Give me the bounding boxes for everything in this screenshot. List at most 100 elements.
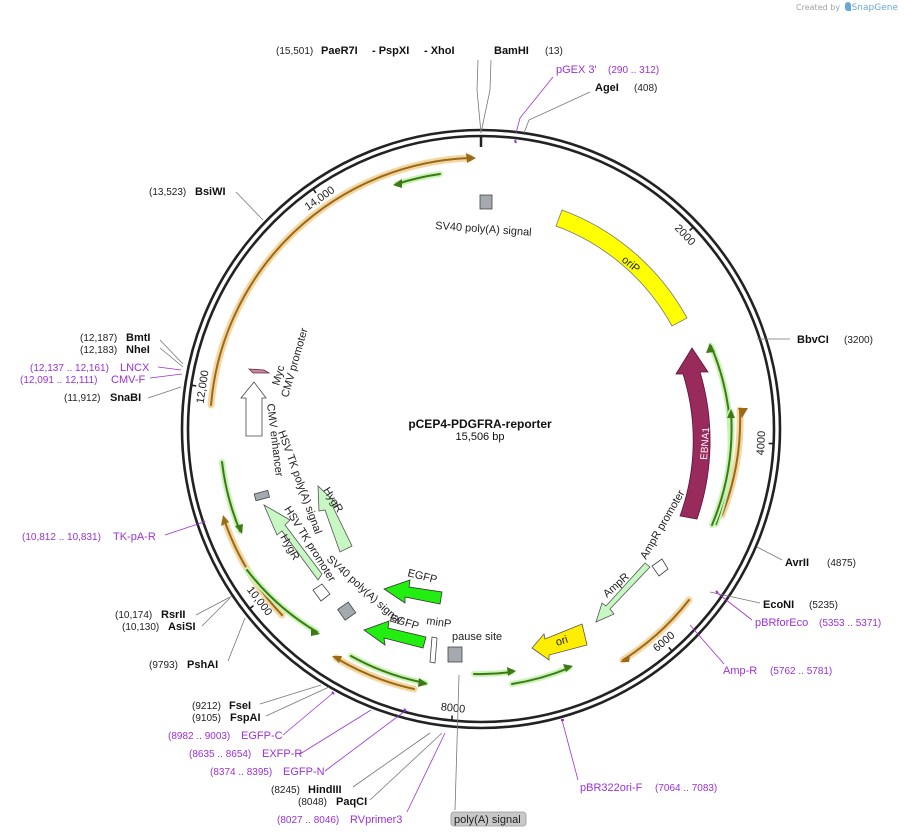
bbvci-pos: (3200): [844, 335, 873, 346]
egfpn-name[interactable]: EGFP-N: [283, 766, 325, 778]
primer-tick-egfpn: [403, 708, 407, 712]
polya-signal-label: poly(A) signal: [454, 814, 521, 826]
pshai-pos: (9793): [149, 660, 178, 671]
orange-arc-bottom-left-head: [332, 656, 342, 663]
green-arc-right-inner-line: [711, 411, 733, 526]
plasmid-length: 15,506 bp: [456, 431, 505, 443]
EGFP-feature-1[interactable]: [383, 579, 443, 605]
credit-prefix: Created by: [796, 3, 841, 12]
pgex3-pos: (290 .. 312): [608, 65, 659, 76]
HygR-feature-2[interactable]: [263, 504, 323, 581]
ampr-promoter-feature[interactable]: [651, 558, 669, 577]
orange-arc-right-head: [738, 408, 748, 418]
primer-tick-pbrforeco: [715, 590, 719, 594]
snabi-name[interactable]: SnaBI: [110, 392, 141, 404]
rsrii-name[interactable]: RsrII: [161, 609, 185, 621]
hsv-tk-polya-feature[interactable]: [253, 489, 271, 502]
econi-name[interactable]: EcoNI: [763, 599, 794, 611]
paqci-pos: (8048): [298, 797, 327, 808]
pbrforeco-name[interactable]: pBRforEco: [755, 617, 808, 629]
EGFP-feature-2[interactable]: [363, 620, 427, 649]
asisi-pos: (10,130): [122, 622, 159, 633]
myc-label: Myc: [270, 364, 287, 387]
egfpn-pos: (8374 .. 8395): [210, 767, 272, 778]
green-arc-right-inner-head: [727, 409, 735, 418]
bp-tick-label-1: 4000: [755, 431, 768, 456]
egfpc-pos: (8982 .. 9003): [168, 731, 230, 742]
pshai-name[interactable]: PshAI: [187, 659, 218, 671]
leader-xhoi: [476, 59, 482, 134]
bmti-name[interactable]: BmtI: [126, 332, 150, 344]
leader-polya: [454, 674, 460, 811]
plasmid-name: pCEP4-PDGFRA-reporter: [408, 417, 552, 431]
ampr-primer-name[interactable]: Amp-R: [723, 665, 757, 677]
bp-tick-label-3: 8000: [440, 701, 466, 715]
bsiwi-name[interactable]: BsiWI: [195, 186, 226, 198]
egfpc-name[interactable]: EGFP-C: [241, 730, 283, 742]
asisi-name[interactable]: AsiSI: [168, 621, 196, 633]
lncx-pos: (12,137 .. 12,161): [30, 363, 109, 374]
myc-feature[interactable]: [247, 368, 271, 374]
credit-brand: SnapGene: [851, 3, 898, 13]
nhei-name[interactable]: NheI: [126, 344, 150, 356]
bamhi-pos: (13): [545, 46, 563, 57]
HygR-feature-1[interactable]: [317, 485, 353, 553]
oriP-feature[interactable]: [555, 209, 688, 327]
cmv-promoter-label: CMV promoter: [279, 326, 310, 398]
exfpr-name[interactable]: EXFP-R: [262, 748, 302, 760]
pbr322ori-name[interactable]: pBR322ori-F: [580, 782, 643, 794]
cmvf-name[interactable]: CMV-F: [111, 374, 146, 386]
orange-arc-bottom-left: [332, 654, 418, 693]
ori-feature[interactable]: [531, 623, 588, 661]
primer-tick-tkpar: [202, 520, 206, 523]
green-arc-left-lower-line: [246, 569, 318, 633]
nhei-pos: (12,183): [80, 345, 117, 356]
xhoi-pos: (15,501): [276, 46, 313, 57]
leader-rsrii: [195, 595, 233, 616]
leader-lines: [147, 59, 790, 811]
sv40-top-feature[interactable]: [479, 194, 493, 210]
agei-name[interactable]: AgeI: [595, 82, 619, 94]
bbvci-name[interactable]: BbvCI: [797, 334, 829, 346]
hsv-tk-promoter-feature[interactable]: [312, 583, 331, 602]
fsei-pos: (9212): [192, 701, 221, 712]
EBNA1-feature[interactable]: [675, 347, 711, 520]
leader-asisi: [201, 597, 231, 627]
avrii-pos: (4875): [827, 558, 856, 569]
paqci-name[interactable]: PaqCI: [336, 796, 367, 808]
leader-pgex3: [515, 76, 554, 134]
polya-signal-badge[interactable]: [450, 811, 527, 827]
fspai-pos: (9105): [192, 713, 221, 724]
lncx-name[interactable]: LNCX: [120, 362, 150, 374]
tkpar-name[interactable]: TK-pA-R: [113, 531, 156, 543]
bp-tick-label-5: 12,000: [195, 369, 212, 404]
paer7i-name[interactable]: PaeR7I: [321, 45, 358, 57]
bamhi-name[interactable]: BamHI: [494, 45, 529, 57]
minP-feature[interactable]: [429, 636, 438, 664]
pause-site-feature[interactable]: [447, 646, 463, 663]
pspxi-name[interactable]: - PspXI: [372, 45, 409, 57]
leader-egfpc: [282, 692, 334, 736]
ampr-promoter-label: AmpR promoter: [638, 488, 687, 562]
fspai-name[interactable]: FspAI: [230, 712, 261, 724]
snabi-pos: (11,912): [64, 393, 101, 404]
AmpR-feature[interactable]: [595, 562, 651, 623]
pgex3-name[interactable]: pGEX 3': [556, 64, 597, 76]
snapgene-logo-icon: [844, 2, 851, 11]
minP-label: minP: [426, 615, 452, 630]
leader-rvprimer3: [406, 732, 446, 813]
leader-avrii: [756, 546, 783, 561]
EGFP-1-label: EGFP: [406, 567, 438, 586]
pbrforeco-pos: (5353 .. 5371): [819, 618, 881, 629]
orange-arc-top-left-line: [210, 157, 471, 406]
xhoi-name[interactable]: - XhoI: [424, 45, 455, 57]
cmv-enhancer-feature[interactable]: [240, 381, 267, 437]
avrii-name[interactable]: AvrII: [785, 557, 809, 569]
orange-arc-top-left: [207, 154, 474, 409]
leader-lncx: [157, 366, 182, 371]
sv40-mid-feature[interactable]: [337, 601, 357, 621]
fsei-name[interactable]: FseI: [229, 700, 251, 712]
hindiii-name[interactable]: HindIII: [308, 784, 342, 796]
rvprimer3-name[interactable]: RVprimer3: [350, 814, 402, 826]
